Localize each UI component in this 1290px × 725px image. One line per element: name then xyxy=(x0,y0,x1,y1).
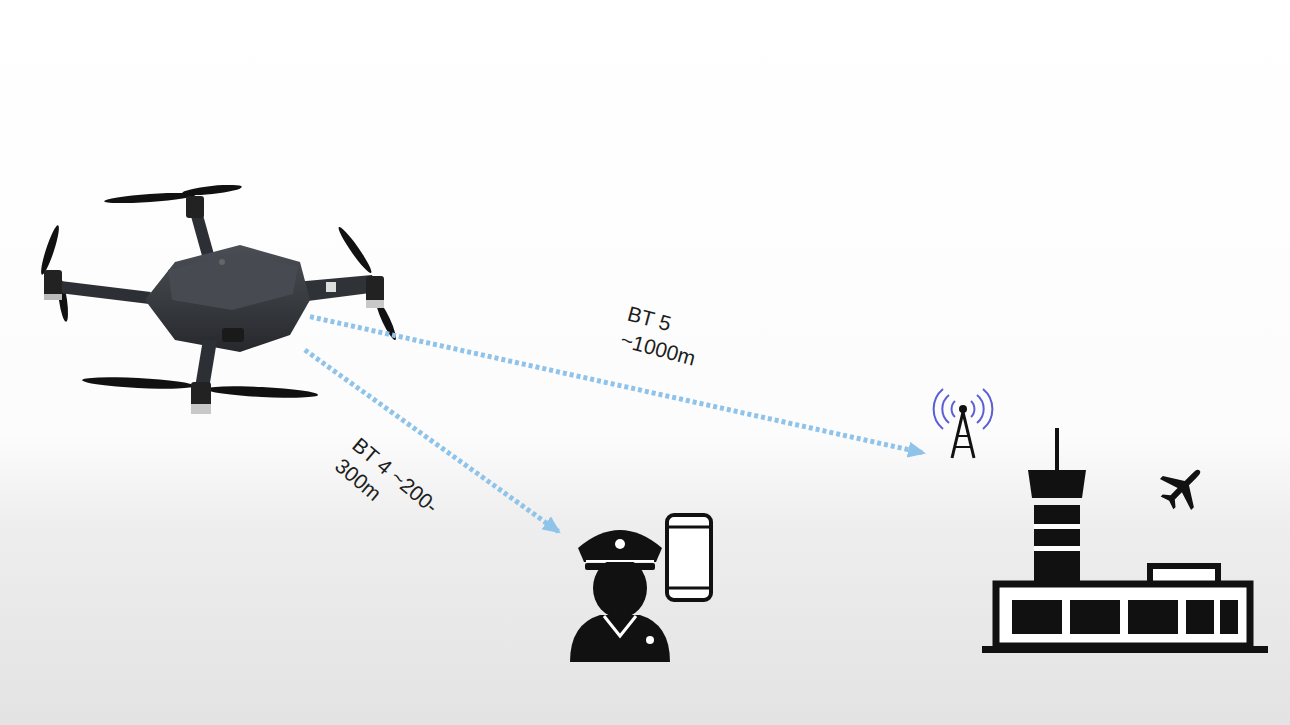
drone-arm xyxy=(202,340,210,388)
edge-label: BT 5 ~1000m xyxy=(617,299,723,376)
propeller-blade xyxy=(206,384,318,400)
cap-badge xyxy=(615,539,625,549)
drone-motor xyxy=(191,404,211,414)
cap-band xyxy=(586,560,654,562)
terminal-window xyxy=(1186,600,1214,634)
radio-wave xyxy=(934,389,943,429)
officer-body xyxy=(570,615,670,662)
tower-shaft xyxy=(1034,505,1080,585)
propeller-blade xyxy=(82,375,194,391)
phone-detail xyxy=(669,526,709,529)
signal-arrow xyxy=(310,317,925,454)
phone-icon xyxy=(667,515,711,600)
drone-motor xyxy=(191,382,211,414)
drone-body xyxy=(145,245,310,352)
tower-cab xyxy=(1028,470,1086,498)
antenna-mast xyxy=(955,446,971,448)
phone-detail xyxy=(669,587,709,590)
propeller-blade xyxy=(38,224,62,276)
drone-motor xyxy=(366,276,384,308)
radio-wave xyxy=(952,401,955,417)
drone-motor xyxy=(44,294,62,300)
airport-figure xyxy=(925,380,1275,660)
terminal-window xyxy=(1128,600,1178,634)
antenna-icon xyxy=(934,389,993,458)
drone-figure xyxy=(145,240,310,350)
radio-wave xyxy=(971,401,974,417)
drone-motor xyxy=(366,300,384,308)
edge-label: BT 4 ~200-300m xyxy=(329,431,454,549)
radio-wave xyxy=(942,395,949,423)
drone-motor xyxy=(44,270,62,300)
propeller-blade xyxy=(336,225,375,275)
drone-body-top xyxy=(168,252,298,310)
drone-motor xyxy=(186,196,204,218)
officer-figure xyxy=(560,510,720,665)
terminal-building xyxy=(996,584,1250,646)
antenna-mast xyxy=(957,435,969,437)
airplane-icon xyxy=(1151,455,1215,519)
officer-cap xyxy=(578,530,662,562)
arm-sticker xyxy=(326,282,336,292)
tower-stripe xyxy=(1034,524,1080,529)
tower-stripe xyxy=(1034,546,1080,551)
signal-arrow xyxy=(305,350,560,533)
officer-icon xyxy=(570,515,711,662)
radio-waves xyxy=(934,389,993,429)
drone-led xyxy=(219,259,225,265)
drone-arm xyxy=(60,287,150,298)
antenna-tip xyxy=(959,405,967,413)
ground-line xyxy=(982,646,1268,653)
chest-badge xyxy=(646,636,654,644)
tower-antenna xyxy=(1055,428,1059,470)
radio-wave xyxy=(977,395,984,423)
officer-collar xyxy=(604,616,636,636)
drone-camera xyxy=(222,328,244,342)
radio-wave xyxy=(983,389,992,429)
officer-visor xyxy=(585,563,655,570)
propeller-blade xyxy=(182,183,243,197)
terminal-window xyxy=(1012,600,1062,634)
drone-arm xyxy=(196,212,208,255)
terminal-window xyxy=(1220,600,1238,634)
terminal-window xyxy=(1070,600,1120,634)
airport-icon xyxy=(982,428,1268,653)
